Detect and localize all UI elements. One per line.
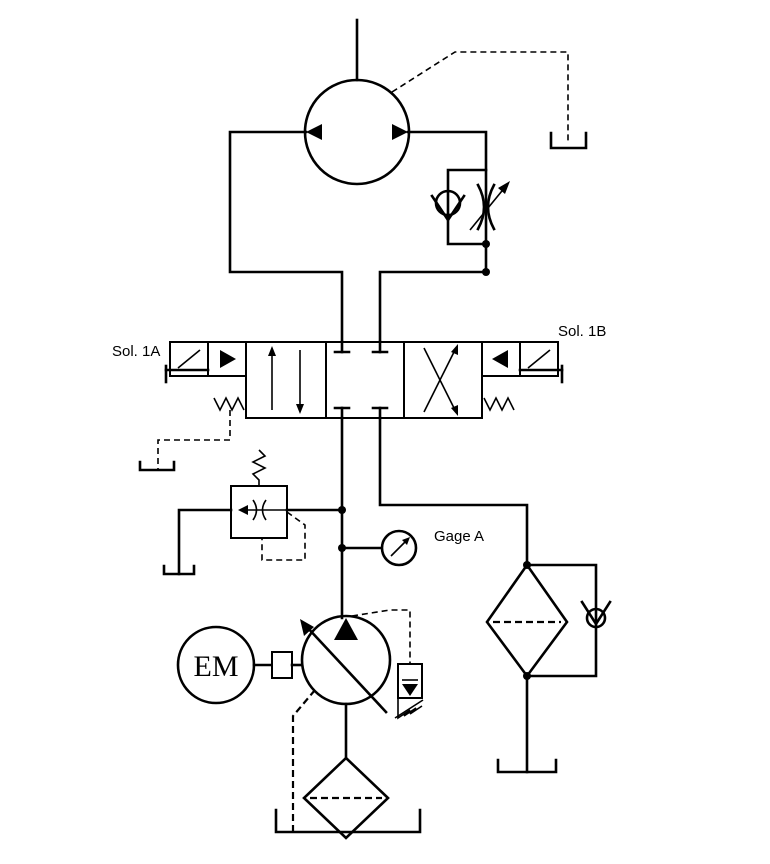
compensator-arrow bbox=[402, 684, 418, 696]
valve-envelope-right bbox=[403, 341, 483, 419]
compensator-pilot-line bbox=[351, 609, 411, 664]
compensator-spring bbox=[397, 698, 423, 720]
return-filter-body bbox=[485, 562, 569, 679]
solenoid-1a-actuator bbox=[164, 341, 247, 412]
solenoid-1b-actuator bbox=[481, 341, 564, 412]
pressure-relief-valve bbox=[230, 449, 306, 561]
gage-needle bbox=[390, 539, 408, 557]
arrow-head bbox=[451, 405, 458, 416]
label-sol-1b: Sol. 1B bbox=[558, 323, 606, 340]
check-bypass-branch bbox=[446, 168, 488, 246]
return-filter-with-bypass bbox=[485, 561, 612, 680]
tank-symbol-relief bbox=[162, 564, 196, 576]
motor-label: EM bbox=[194, 650, 239, 683]
arrow-head bbox=[300, 619, 314, 636]
solenoid-coil-slash bbox=[177, 349, 201, 369]
spring-return-left bbox=[213, 396, 245, 412]
tank-symbol-top-right bbox=[549, 131, 588, 150]
coupling bbox=[271, 651, 293, 679]
arrow-head bbox=[238, 505, 248, 515]
check-valve-seat bbox=[430, 194, 466, 223]
relief-pilot-line bbox=[261, 511, 306, 561]
valve-envelope-left bbox=[245, 341, 327, 419]
motor-flow-arrow-left bbox=[306, 124, 322, 140]
gage-needle-head bbox=[402, 537, 410, 545]
arrow-head bbox=[451, 344, 458, 355]
variable-displacement-pump bbox=[300, 614, 392, 760]
relief-valve-body bbox=[230, 485, 288, 539]
tank-symbol-pump bbox=[274, 808, 422, 834]
bypass-line bbox=[525, 563, 598, 678]
return-line bbox=[378, 416, 529, 567]
valve-drain-line bbox=[157, 410, 231, 470]
arrow-head bbox=[268, 346, 276, 356]
solenoid-coil-slash bbox=[527, 349, 551, 369]
electric-motor: EM bbox=[176, 625, 304, 705]
adjustable-arrow-head bbox=[498, 181, 510, 194]
line-to-valve-port-b bbox=[378, 270, 488, 342]
spring-return-right bbox=[483, 396, 515, 412]
inlet-strainer bbox=[302, 756, 390, 840]
flow-control-valve-with-check bbox=[430, 168, 510, 276]
arrow-head bbox=[296, 404, 304, 414]
tank-symbol-valve-drain bbox=[138, 460, 176, 472]
tank-symbol-return bbox=[496, 758, 558, 774]
valve-envelope-center bbox=[325, 341, 405, 419]
motor-case-drain-line bbox=[391, 51, 569, 142]
variable-displacement-arrow bbox=[304, 624, 388, 714]
junction-dot bbox=[482, 240, 490, 248]
pump-outlet-arrow bbox=[334, 618, 358, 640]
strainer-body bbox=[302, 756, 390, 840]
gage-face bbox=[380, 529, 418, 567]
orifice-curve bbox=[252, 499, 258, 521]
line-motor-port-b bbox=[406, 130, 488, 274]
label-sol-1a: Sol. 1A bbox=[112, 343, 160, 360]
orifice-curve bbox=[261, 499, 267, 521]
adjustable-arrow bbox=[394, 699, 424, 719]
junction-dot bbox=[482, 268, 490, 276]
adjustable-arrow bbox=[469, 185, 507, 231]
pump-case-drain-line bbox=[291, 689, 316, 832]
throttle-curve-left bbox=[476, 183, 486, 231]
pump-pressure-compensator bbox=[351, 609, 424, 720]
relief-outlet-line bbox=[177, 508, 233, 576]
line-motor-port-a bbox=[228, 130, 344, 342]
junction-dot bbox=[338, 544, 346, 552]
junction-dot bbox=[523, 561, 531, 569]
hydraulic-motor bbox=[303, 18, 588, 186]
label-gage-a: Gage A bbox=[434, 528, 484, 545]
junction-dot bbox=[338, 506, 346, 514]
pilot-arrow bbox=[220, 350, 236, 368]
motor-flow-arrow-right bbox=[392, 124, 408, 140]
cross-flow-arrow bbox=[423, 347, 457, 413]
pressure-gage-a bbox=[338, 529, 418, 567]
pilot-arrow bbox=[492, 350, 508, 368]
bypass-check-seat bbox=[580, 600, 612, 627]
relief-valve-spring bbox=[251, 449, 267, 486]
directional-control-valve bbox=[245, 340, 483, 420]
bypass-check-ball bbox=[585, 607, 607, 629]
solenoid-pilot-box bbox=[481, 341, 521, 377]
